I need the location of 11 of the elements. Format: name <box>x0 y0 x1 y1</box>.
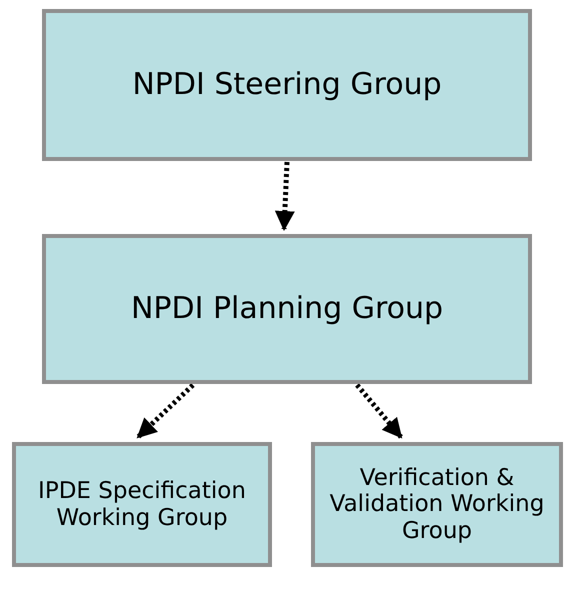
group-box <box>311 442 563 567</box>
group-name: NPDI Steering Group <box>132 68 442 102</box>
group-box <box>42 234 532 384</box>
group-name: Verification & Validation Working Group <box>330 464 544 544</box>
group-box <box>42 9 532 161</box>
group-name: IPDE Specification Working Group <box>37 478 247 531</box>
dotted-arrow <box>136 383 195 439</box>
group-name: NPDI Planning Group <box>130 292 444 326</box>
dotted-arrow <box>274 162 295 231</box>
group-box <box>12 442 272 567</box>
dotted-arrow <box>355 383 403 439</box>
